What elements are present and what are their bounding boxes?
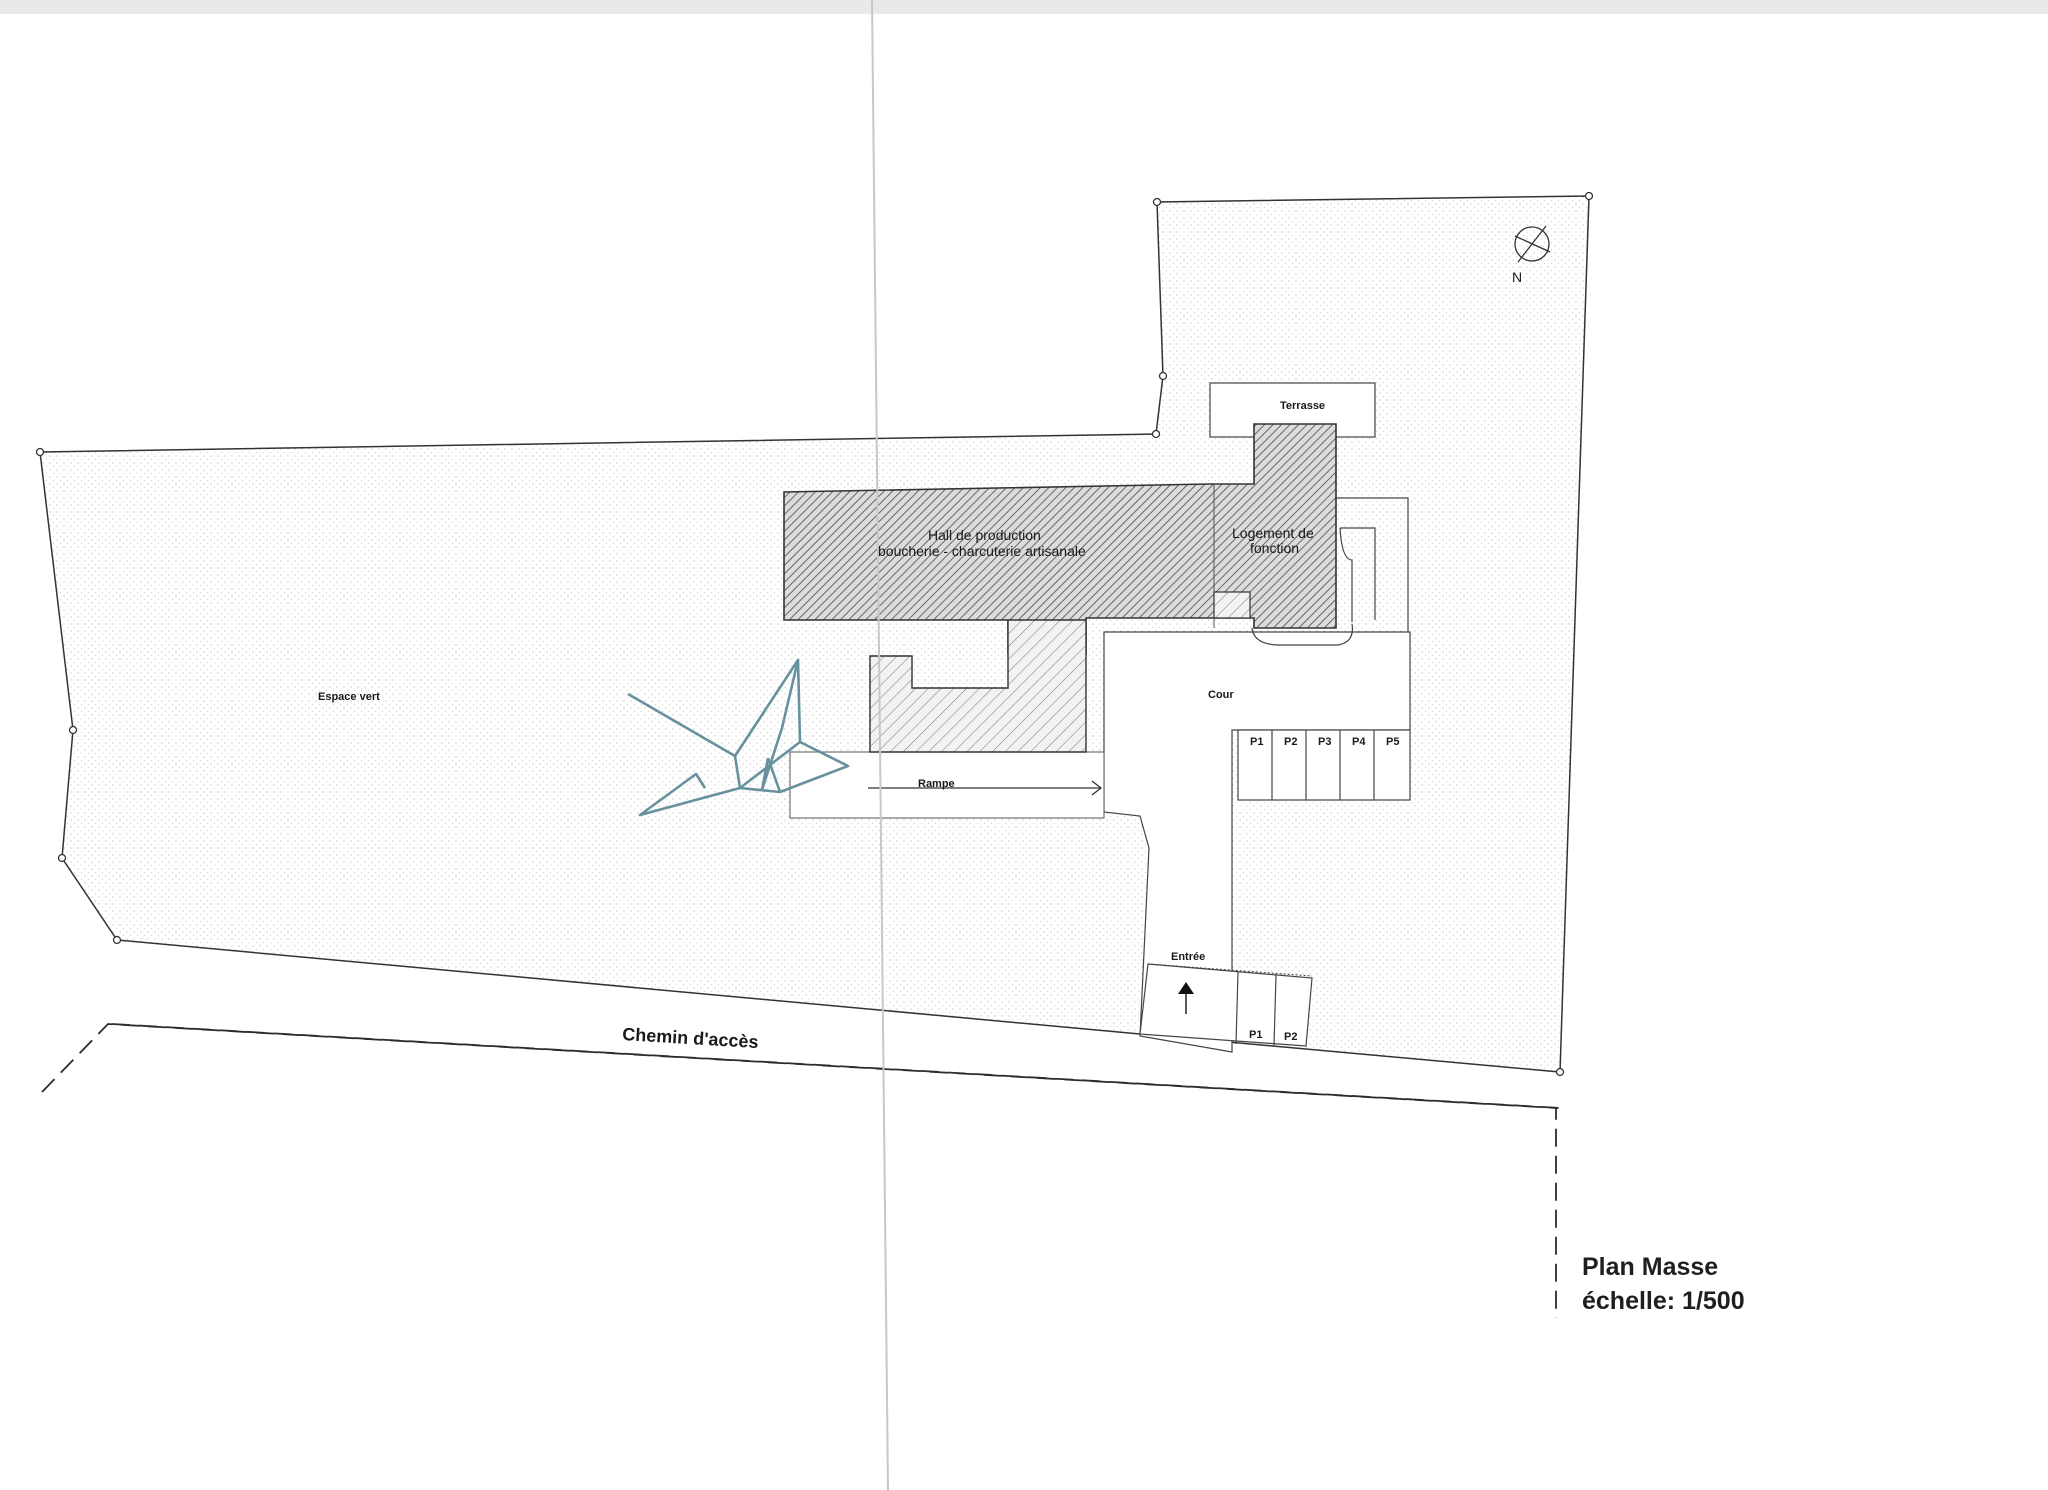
cour-label: Cour [1208,689,1234,701]
logement-label-2: fonction [1250,540,1299,556]
ramp-arrowhead [1091,780,1103,796]
hall-label-2: boucherie - charcuterie artisanale [878,543,1086,559]
parking-cour-p3: P3 [1318,736,1331,748]
plan-scale: échelle: 1/500 [1582,1287,1745,1315]
stair-core [1213,591,1251,619]
parking-cour [1237,729,1411,801]
north-label: N [1512,269,1522,285]
parking-cour-p1: P1 [1250,736,1263,748]
entree-label: Entrée [1171,951,1205,963]
rampe-label: Rampe [918,778,955,790]
logement-label-1: Logement de [1232,525,1314,541]
entrance-arrow-icon [1178,982,1194,994]
parking-cour-p4: P4 [1352,736,1366,748]
parking-entree-p2: P2 [1284,1031,1297,1043]
fold-line [871,0,889,1490]
espace-vert-label: Espace vert [318,691,380,703]
compass-icon [1514,225,1551,263]
entrance-area [1139,963,1313,1047]
annex-building [869,619,1087,753]
terrasse-label: Terrasse [1280,400,1325,412]
parking-entree [1235,971,1277,1047]
round-driveway [1251,623,1354,646]
plan-title: Plan Masse [1582,1253,1719,1281]
boundary-markers [35,191,1594,1077]
chemin-label: Chemin d'accès [622,1024,759,1052]
scan-shadow [0,0,2048,14]
courtyard [1103,631,1411,1053]
parking-entree-p1: P1 [1249,1029,1262,1041]
crane-watermark-icon [627,658,850,817]
entrance-dotline [1147,963,1313,977]
title-block: Plan Masse échelle: 1/500 [1582,1250,1745,1318]
hall-label-1: Hall de production [928,527,1041,543]
parking-cour-p2: P2 [1284,736,1297,748]
parking-cour-p5: P5 [1386,736,1399,748]
access-road [41,1023,1561,1318]
